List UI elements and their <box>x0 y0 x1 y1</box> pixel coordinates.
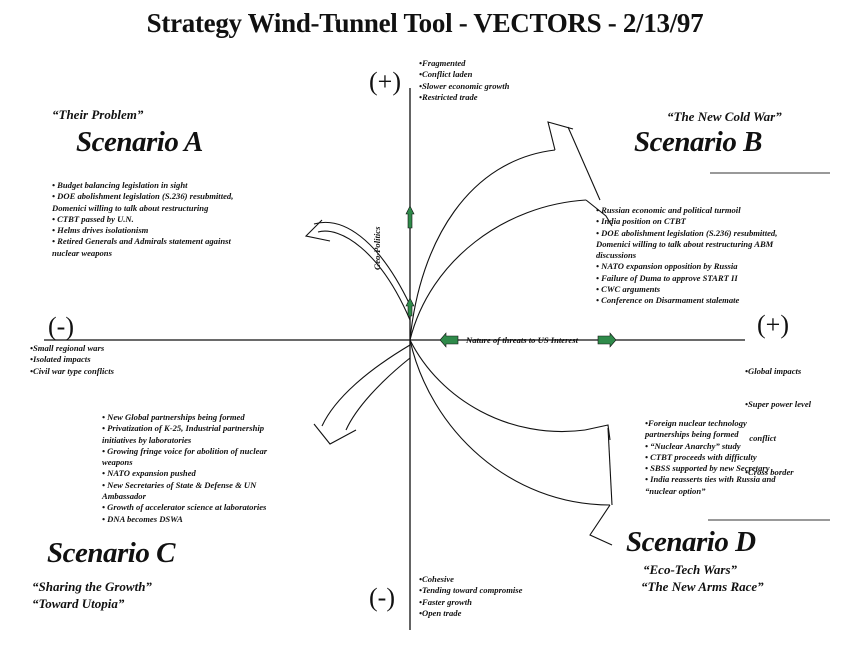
list-item: weapons <box>102 457 133 468</box>
right-pole-list: •Global impacts •Super power level confl… <box>745 343 811 490</box>
list-item: •Global impacts <box>745 365 802 376</box>
scenario-b-quote: “The New Cold War” <box>667 109 782 124</box>
page-title: Strategy Wind-Tunnel Tool - VECTORS - 2/… <box>146 8 704 38</box>
list-item: • DOE abolishment legislation (S.236) re… <box>596 227 778 238</box>
top-pole-list: •Fragmented •Conflict laden •Slower econ… <box>419 58 509 103</box>
bottom-pole-list: •Cohesive •Tending toward compromise •Fa… <box>419 574 522 619</box>
scenario-b-title: Scenario B <box>634 126 762 158</box>
list-item: •Restricted trade <box>419 91 478 102</box>
scenario-c-quotes: “Sharing the Growth” “Toward Utopia” <box>32 578 152 612</box>
scenario-d-quotes: “Eco-Tech Wars” “The New Arms Race” <box>641 561 764 595</box>
list-item: conflict <box>745 433 777 444</box>
list-item: • “Nuclear Anarchy” study <box>645 440 741 451</box>
list-item: •Faster growth <box>419 596 472 607</box>
scenario-c-title: Scenario C <box>47 537 175 569</box>
list-item: • Conference on Disarmament stalemate <box>596 295 740 306</box>
list-item: Domenici willing to talk about restructu… <box>596 238 774 249</box>
list-item: Ambassador <box>102 491 146 502</box>
right-plus-sign: (+) <box>757 310 789 339</box>
list-item: nuclear weapons <box>52 247 112 258</box>
scenario-c-list: • New Global partnerships being formed •… <box>102 412 267 525</box>
horizontal-axis-label: Nature of threats to US Interest <box>466 335 578 345</box>
list-item: discussions <box>596 250 637 261</box>
list-item: • CWC arguments <box>596 284 661 295</box>
list-item: • NATO expansion pushed <box>102 468 196 479</box>
list-item: •Civil war type conflicts <box>30 365 114 376</box>
list-item: • Growing fringe voice for abolition of … <box>102 445 268 456</box>
list-item: • Russian economic and political turmoil <box>596 205 741 215</box>
list-item: • Failure of Duma to approve START II <box>596 272 738 283</box>
list-item: • India position on CTBT <box>596 216 686 227</box>
arrow-marker-vertical <box>405 205 415 317</box>
list-item: •Fragmented <box>419 58 466 68</box>
list-item: • New Global partnerships being formed <box>102 412 245 422</box>
list-item: “nuclear option” <box>645 485 706 496</box>
bottom-minus-sign: (-) <box>369 583 395 612</box>
list-item: • Retired Generals and Admirals statemen… <box>52 236 231 247</box>
scenario-a-list: • Budget balancing legislation in sight … <box>52 180 233 259</box>
list-item: partnerships being formed <box>645 429 739 440</box>
left-minus-sign: (-) <box>48 312 74 341</box>
scenario-d-quote-2: “The New Arms Race” <box>641 579 764 594</box>
scenario-b-list: • Russian economic and political turmoil… <box>596 205 777 307</box>
list-item: Domenici willing to talk about restructu… <box>52 202 209 213</box>
vector-arrow-scenario-d <box>409 339 613 546</box>
list-item: • New Secretaries of State & Defense & U… <box>102 479 257 490</box>
list-item: •Foreign nuclear technology <box>645 418 747 428</box>
scenario-c-quote-1: “Sharing the Growth” <box>32 579 152 594</box>
scenario-d-list: •Foreign nuclear technology partnerships… <box>645 418 776 497</box>
list-item: •Isolated impacts <box>30 354 91 365</box>
left-pole-list: •Small regional wars •Isolated impacts •… <box>30 343 114 377</box>
list-item: •Open trade <box>419 607 462 618</box>
scenario-a-quote: “Their Problem” <box>52 107 144 122</box>
vertical-axis-label: Geo-Politics <box>372 226 382 270</box>
vector-arrow-scenario-c <box>313 344 411 445</box>
list-item: • Budget balancing legislation in sight <box>52 180 188 190</box>
list-item: • India reasserts ties with Russia and <box>645 474 776 485</box>
list-item: • Privatization of K-25, Industrial part… <box>102 423 265 434</box>
list-item: •Conflict laden <box>419 69 473 80</box>
scenario-d-quote-1: “Eco-Tech Wars” <box>643 562 738 577</box>
list-item: • DOE abolishment legislation (S.236) re… <box>52 191 234 202</box>
list-item: • SBSS supported by new Secretary <box>645 463 770 474</box>
scenario-d-title: Scenario D <box>626 526 756 558</box>
list-item: • DNA becomes DSWA <box>102 513 183 524</box>
list-item: • Helms drives isolationism <box>52 225 149 236</box>
scenario-a-title: Scenario A <box>76 126 203 158</box>
list-item: • NATO expansion opposition by Russia <box>596 261 738 272</box>
list-item: • Growth of accelerator science at labor… <box>102 502 267 513</box>
list-item: •Super power level <box>745 399 812 410</box>
list-item: •Small regional wars <box>30 343 105 353</box>
arrow-marker-horizontal <box>439 332 617 348</box>
scenario-c-quote-2: “Toward Utopia” <box>32 596 125 611</box>
vector-arrow-scenario-a <box>304 219 411 321</box>
top-plus-sign: (+) <box>369 67 401 96</box>
list-item: initiatives by laboratories <box>102 434 192 445</box>
list-item: • CTBT passed by U.N. <box>52 213 134 224</box>
list-item: •Slower economic growth <box>419 80 510 91</box>
list-item: • CTBT proceeds with difficulty <box>645 451 757 462</box>
vector-arrow-scenario-b <box>409 121 613 341</box>
list-item: •Cross border <box>745 467 794 478</box>
list-item: •Cohesive <box>419 574 454 584</box>
list-item: •Tending toward compromise <box>419 585 523 596</box>
